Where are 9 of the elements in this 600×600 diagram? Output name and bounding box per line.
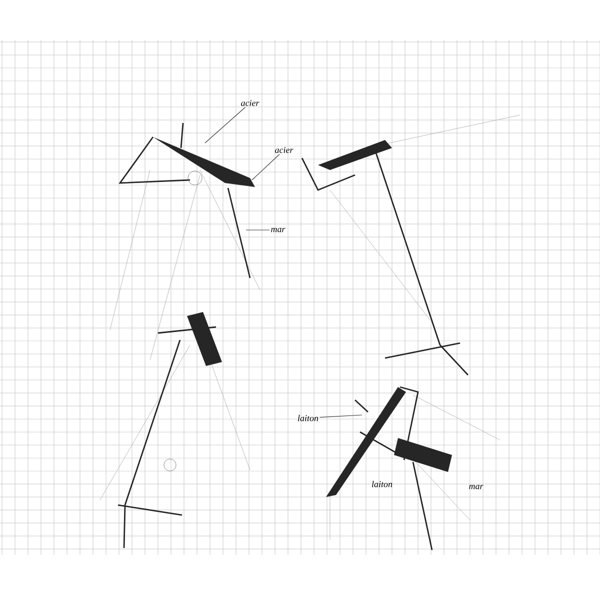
handwritten-label: mar [271, 228, 286, 232]
handwritten-label: mar [469, 484, 484, 490]
leader-line [204, 106, 246, 144]
handwritten-label: acier [275, 146, 294, 154]
handwritten-label: laiton [298, 414, 318, 422]
leader-line [319, 414, 362, 418]
handwritten-label: laiton [372, 480, 392, 488]
leader-line [252, 154, 280, 180]
handwritten-label: acier [241, 100, 260, 106]
